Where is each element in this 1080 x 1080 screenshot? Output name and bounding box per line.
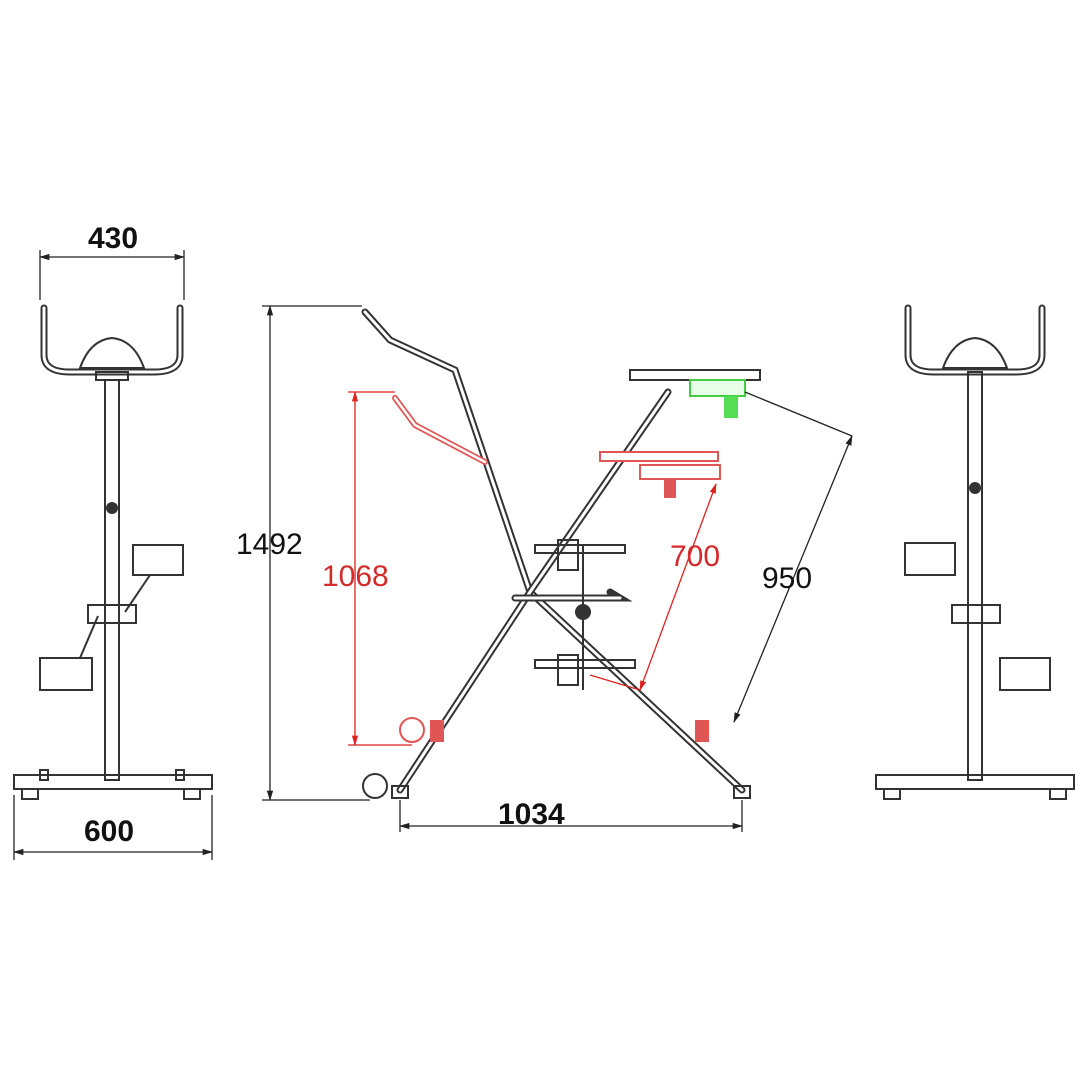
dim-base-width: 600 (84, 815, 135, 848)
dim-length: 1034 (498, 798, 565, 831)
dim-seat-low: 700 (670, 540, 721, 573)
rear-view (875, 304, 1075, 800)
front-view (12, 250, 214, 860)
side-view (262, 304, 853, 832)
dim-handlebar-height: 1068 (322, 560, 389, 593)
dim-front-width: 430 (88, 222, 139, 255)
dim-seat-high: 950 (762, 562, 813, 595)
dim-total-height: 1492 (236, 528, 303, 561)
